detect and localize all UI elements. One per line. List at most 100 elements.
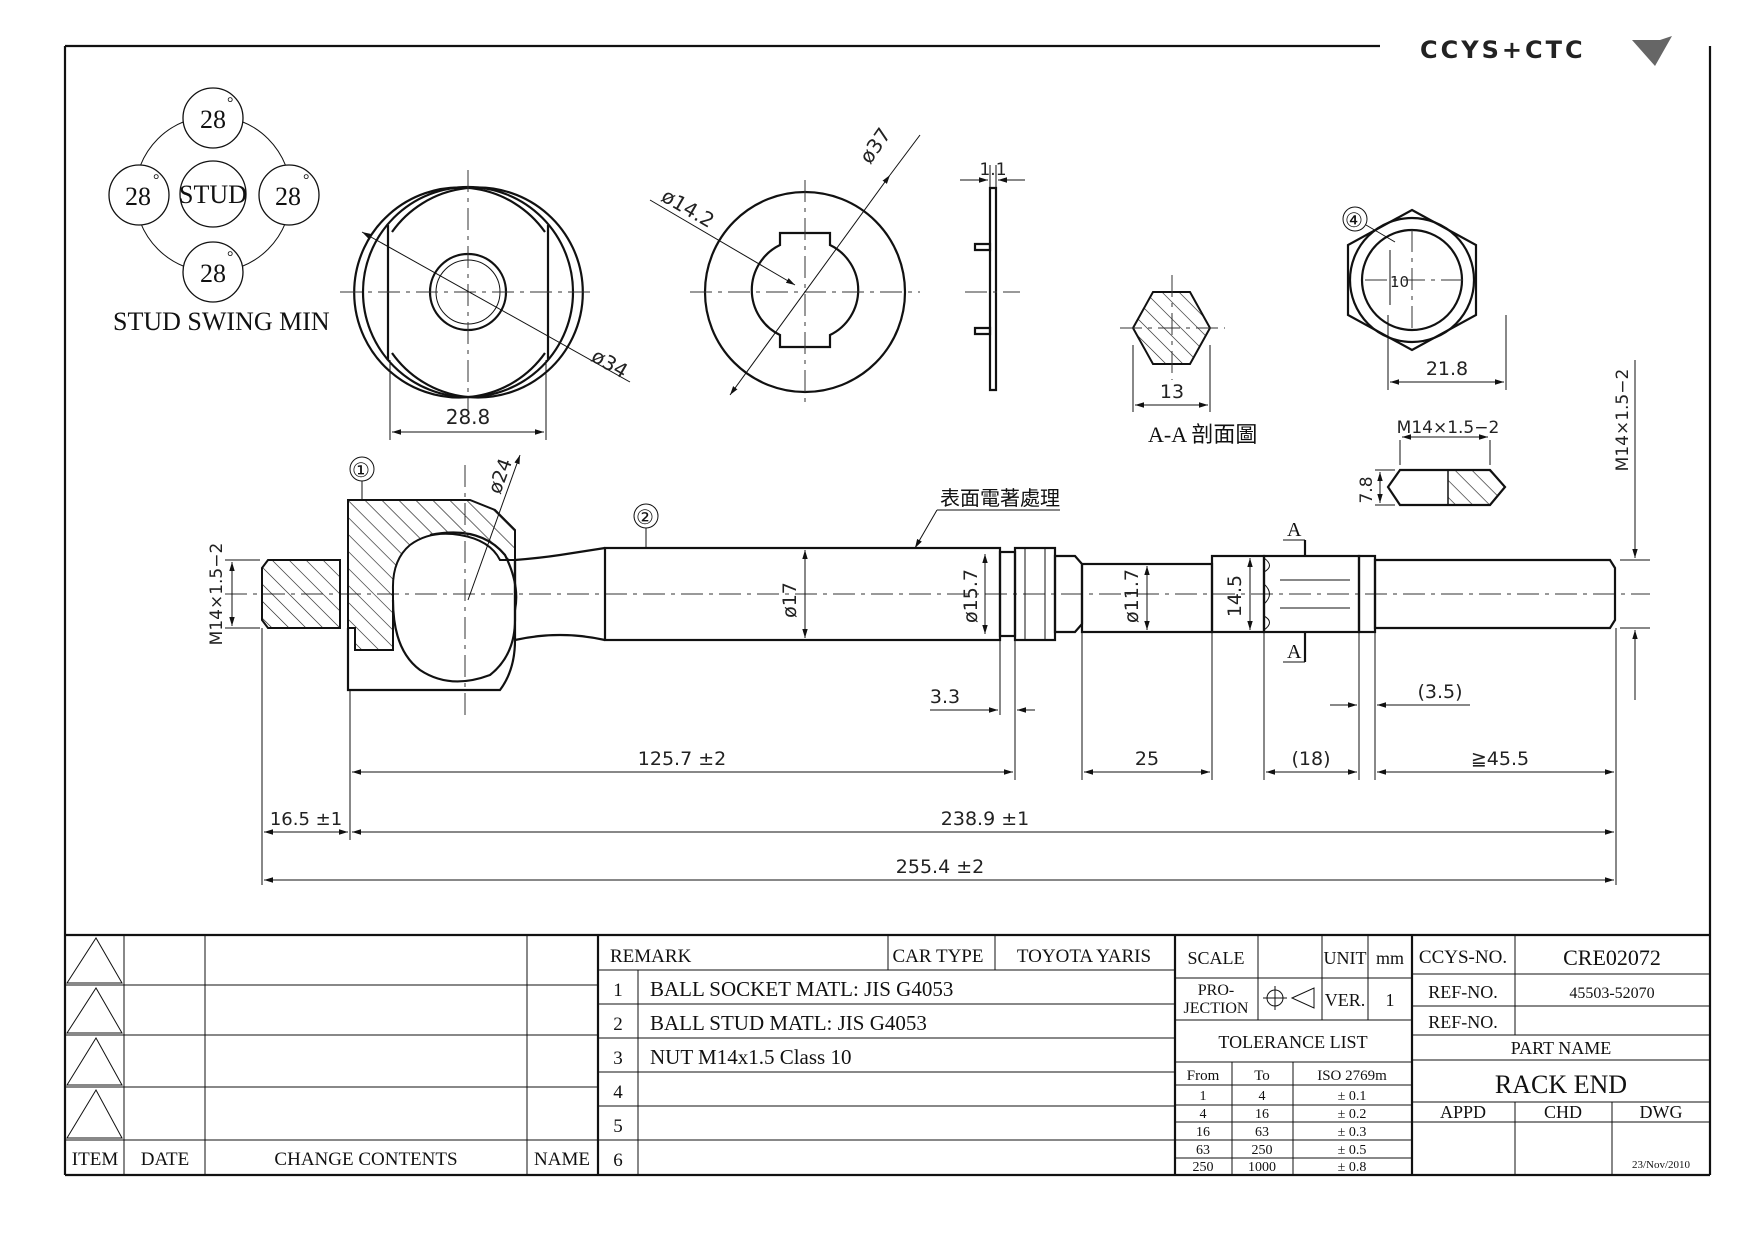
deg-top: ° bbox=[227, 95, 233, 112]
ref-no-value: 45503-52070 bbox=[1569, 985, 1654, 1002]
logo-text: CCYS+CTC bbox=[1420, 36, 1586, 64]
dim-28-8: 28.8 bbox=[446, 405, 491, 429]
tol-r1-val: ± 0.1 bbox=[1338, 1089, 1367, 1104]
tol-r2-val: ± 0.2 bbox=[1338, 1107, 1367, 1122]
remark-no-1: 1 bbox=[613, 980, 623, 1001]
drawing-date: 23/Nov/2010 bbox=[1632, 1159, 1691, 1171]
tol-r4-from: 63 bbox=[1196, 1143, 1210, 1158]
swing-angle-left: 28 bbox=[125, 182, 151, 211]
dim-25: 25 bbox=[1135, 748, 1159, 770]
rev-header-contents: CHANGE CONTENTS bbox=[274, 1149, 457, 1170]
tol-header-from: From bbox=[1187, 1068, 1220, 1084]
car-type-value: TOYOTA YARIS bbox=[1017, 946, 1151, 967]
swing-caption: STUD SWING MIN bbox=[113, 307, 330, 336]
logo-mark bbox=[1632, 36, 1672, 66]
tol-r3-val: ± 0.3 bbox=[1338, 1125, 1367, 1140]
tol-r2-from: 4 bbox=[1200, 1107, 1207, 1122]
dim-nut-10: 10 bbox=[1390, 273, 1409, 291]
deg-bottom: ° bbox=[227, 249, 233, 266]
sheet-frame bbox=[63, 44, 1712, 1177]
scale-block: SCALE UNIT mm PRO- JECTION VER. 1 TOLERA… bbox=[1184, 948, 1404, 1175]
dim-18: (18) bbox=[1291, 748, 1330, 770]
ref-no-label-2: REF-NO. bbox=[1428, 1012, 1498, 1032]
rev-header-item: ITEM bbox=[72, 1149, 119, 1170]
dim-3-5: (3.5) bbox=[1417, 681, 1462, 703]
ver-label: VER. bbox=[1325, 990, 1366, 1010]
company-logo: CCYS+CTC bbox=[1420, 36, 1672, 66]
scale-label: SCALE bbox=[1187, 948, 1244, 968]
dim-45-5: ≧45.5 bbox=[1471, 748, 1529, 770]
projection-symbol-icon bbox=[1263, 986, 1315, 1010]
tol-r5-val: ± 0.8 bbox=[1338, 1160, 1367, 1175]
dim-nut-7-8: 7.8 bbox=[1357, 476, 1377, 503]
remark-text-2: BALL STUD MATL: JIS G4053 bbox=[650, 1011, 927, 1035]
dim-125-7: 125.7 ±2 bbox=[638, 748, 726, 770]
projection-line-1: PRO- bbox=[1198, 982, 1234, 999]
dim-thread-right: M14×1.5−2 bbox=[1613, 369, 1633, 472]
section-a-top: A bbox=[1287, 519, 1302, 541]
dim-3-3: 3.3 bbox=[930, 686, 960, 708]
dim-hex-13: 13 bbox=[1160, 381, 1184, 403]
chd-label: CHD bbox=[1544, 1102, 1582, 1122]
tol-header-to: To bbox=[1254, 1068, 1270, 1084]
dim-d11-7: ø11.7 bbox=[1121, 569, 1143, 623]
dim-d24: ø24 bbox=[484, 456, 517, 497]
washer-view-2: ø14.2 ø37 bbox=[649, 123, 921, 405]
dim-nut-thread: M14×1.5−2 bbox=[1397, 418, 1500, 438]
remark-no-3: 3 bbox=[613, 1048, 623, 1069]
dim-1-1: 1.1 bbox=[979, 160, 1006, 180]
ref-no-label: REF-NO. bbox=[1428, 982, 1498, 1002]
tol-r1-to: 4 bbox=[1259, 1089, 1266, 1104]
tol-header-iso: ISO 2769m bbox=[1317, 1068, 1387, 1084]
projection-line-2: JECTION bbox=[1184, 1000, 1249, 1017]
remark-no-6: 6 bbox=[613, 1150, 623, 1171]
dim-14-5: 14.5 bbox=[1224, 575, 1246, 617]
dim-238-9: 238.9 ±1 bbox=[941, 808, 1029, 830]
dim-d37: ø37 bbox=[854, 123, 895, 168]
remark-text-3: NUT M14x1.5 Class 10 bbox=[650, 1045, 851, 1069]
nut-view: ④ 10 21.8 bbox=[1342, 206, 1507, 390]
dim-d14-2: ø14.2 bbox=[658, 184, 719, 233]
tol-r5-from: 250 bbox=[1193, 1160, 1214, 1175]
ccys-no-value: CRE02072 bbox=[1563, 945, 1661, 970]
balloon-2: ② bbox=[636, 507, 654, 529]
id-block: CCYS-NO. CRE02072 REF-NO. 45503-52070 RE… bbox=[1419, 945, 1691, 1171]
nut-side-view: M14×1.5−2 7.8 bbox=[1357, 418, 1507, 507]
tol-r3-to: 63 bbox=[1255, 1125, 1269, 1140]
unit-value: mm bbox=[1376, 948, 1404, 968]
dwg-label: DWG bbox=[1640, 1102, 1683, 1122]
title-block bbox=[65, 933, 1710, 1175]
car-type-label: CAR TYPE bbox=[893, 946, 984, 967]
remark-no-5: 5 bbox=[613, 1116, 623, 1137]
washer-view-1: ø34 28.8 bbox=[340, 170, 632, 440]
dim-thread-left: M14×1.5−2 bbox=[207, 543, 227, 646]
tol-r3-from: 16 bbox=[1196, 1125, 1210, 1140]
unit-label: UNIT bbox=[1324, 948, 1367, 968]
tol-r1-from: 1 bbox=[1200, 1089, 1207, 1104]
remark-no-2: 2 bbox=[613, 1014, 623, 1035]
section-aa-label: A-A 剖面圖 bbox=[1148, 422, 1257, 447]
tol-r5-to: 1000 bbox=[1248, 1160, 1276, 1175]
dim-d15-7: ø15.7 bbox=[960, 569, 982, 623]
surface-note: 表面電著處理 bbox=[940, 487, 1060, 510]
ccys-no-label: CCYS-NO. bbox=[1419, 947, 1507, 968]
appd-label: APPD bbox=[1440, 1102, 1486, 1122]
tol-r4-to: 250 bbox=[1252, 1143, 1273, 1158]
dim-16-5: 16.5 ±1 bbox=[270, 809, 342, 830]
tolerance-title: TOLERANCE LIST bbox=[1218, 1032, 1367, 1052]
nut-balloon: ④ bbox=[1345, 210, 1363, 232]
rack-end-main-view: ① ② ø24 表面電著處理 ø17 ø15.7 ø11.7 14.5 A A … bbox=[207, 360, 1650, 885]
washer-side-view: 1.1 bbox=[960, 160, 1025, 392]
deg-right: ° bbox=[303, 172, 309, 189]
remark-text-1: BALL SOCKET MATL: JIS G4053 bbox=[650, 977, 953, 1001]
remark-header: REMARK bbox=[610, 946, 692, 967]
section-a-bottom: A bbox=[1287, 641, 1302, 663]
revision-table: ITEM DATE CHANGE CONTENTS NAME bbox=[72, 1149, 590, 1170]
dim-d34: ø34 bbox=[588, 344, 633, 384]
tol-r2-to: 16 bbox=[1255, 1107, 1269, 1122]
deg-left: ° bbox=[153, 172, 159, 189]
balloon-1: ① bbox=[352, 460, 370, 482]
remark-no-4: 4 bbox=[613, 1082, 623, 1103]
ver-value: 1 bbox=[1386, 990, 1395, 1010]
